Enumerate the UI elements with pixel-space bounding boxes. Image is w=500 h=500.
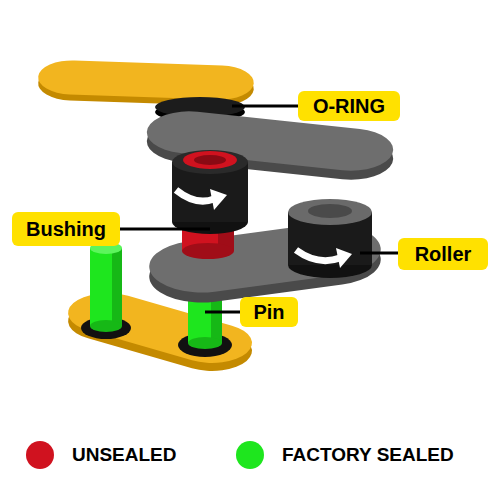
pin-shade <box>112 248 122 326</box>
leader-line <box>360 252 400 255</box>
part-name: Roller <box>415 243 472 265</box>
legend-label: FACTORY SEALED <box>282 444 454 466</box>
cylinder-top <box>172 150 248 174</box>
legend-swatch <box>26 441 54 469</box>
rotation-arrow <box>296 250 340 261</box>
pin-left <box>81 242 131 339</box>
legend-label: UNSEALED <box>72 444 177 466</box>
leader-line <box>232 105 300 108</box>
legend-entry: FACTORY SEALED <box>236 441 454 469</box>
seal-ring <box>81 317 131 339</box>
callout-label: O-RING <box>298 91 400 121</box>
plate-face <box>36 59 256 100</box>
callout-label: Roller <box>398 238 488 270</box>
pin-base <box>90 320 122 332</box>
leader-line <box>205 311 242 314</box>
bushing-top <box>183 151 237 169</box>
part-name: O-RING <box>313 95 385 117</box>
pin-body <box>90 248 122 326</box>
pin-base <box>188 337 222 349</box>
rotation-arrow <box>176 190 214 201</box>
bottom-link-plate <box>53 286 266 379</box>
bushing-base <box>182 243 234 259</box>
leader-lines <box>118 106 400 312</box>
rotation-arrowhead <box>210 189 227 210</box>
bushing-hole <box>194 155 226 165</box>
roller-top <box>288 199 372 225</box>
roller-hole <box>308 204 352 218</box>
roller-cylinder <box>288 199 372 278</box>
callout-label: Pin <box>240 297 298 327</box>
legend-swatch <box>236 441 264 469</box>
callout-label: Bushing <box>12 212 120 246</box>
leader-line <box>118 228 210 231</box>
rotation-arrowhead <box>336 248 352 268</box>
bushing-cylinder <box>172 150 248 234</box>
legend-entry: UNSEALED <box>26 441 177 469</box>
part-name: Bushing <box>26 218 106 240</box>
part-name: Pin <box>253 301 284 323</box>
